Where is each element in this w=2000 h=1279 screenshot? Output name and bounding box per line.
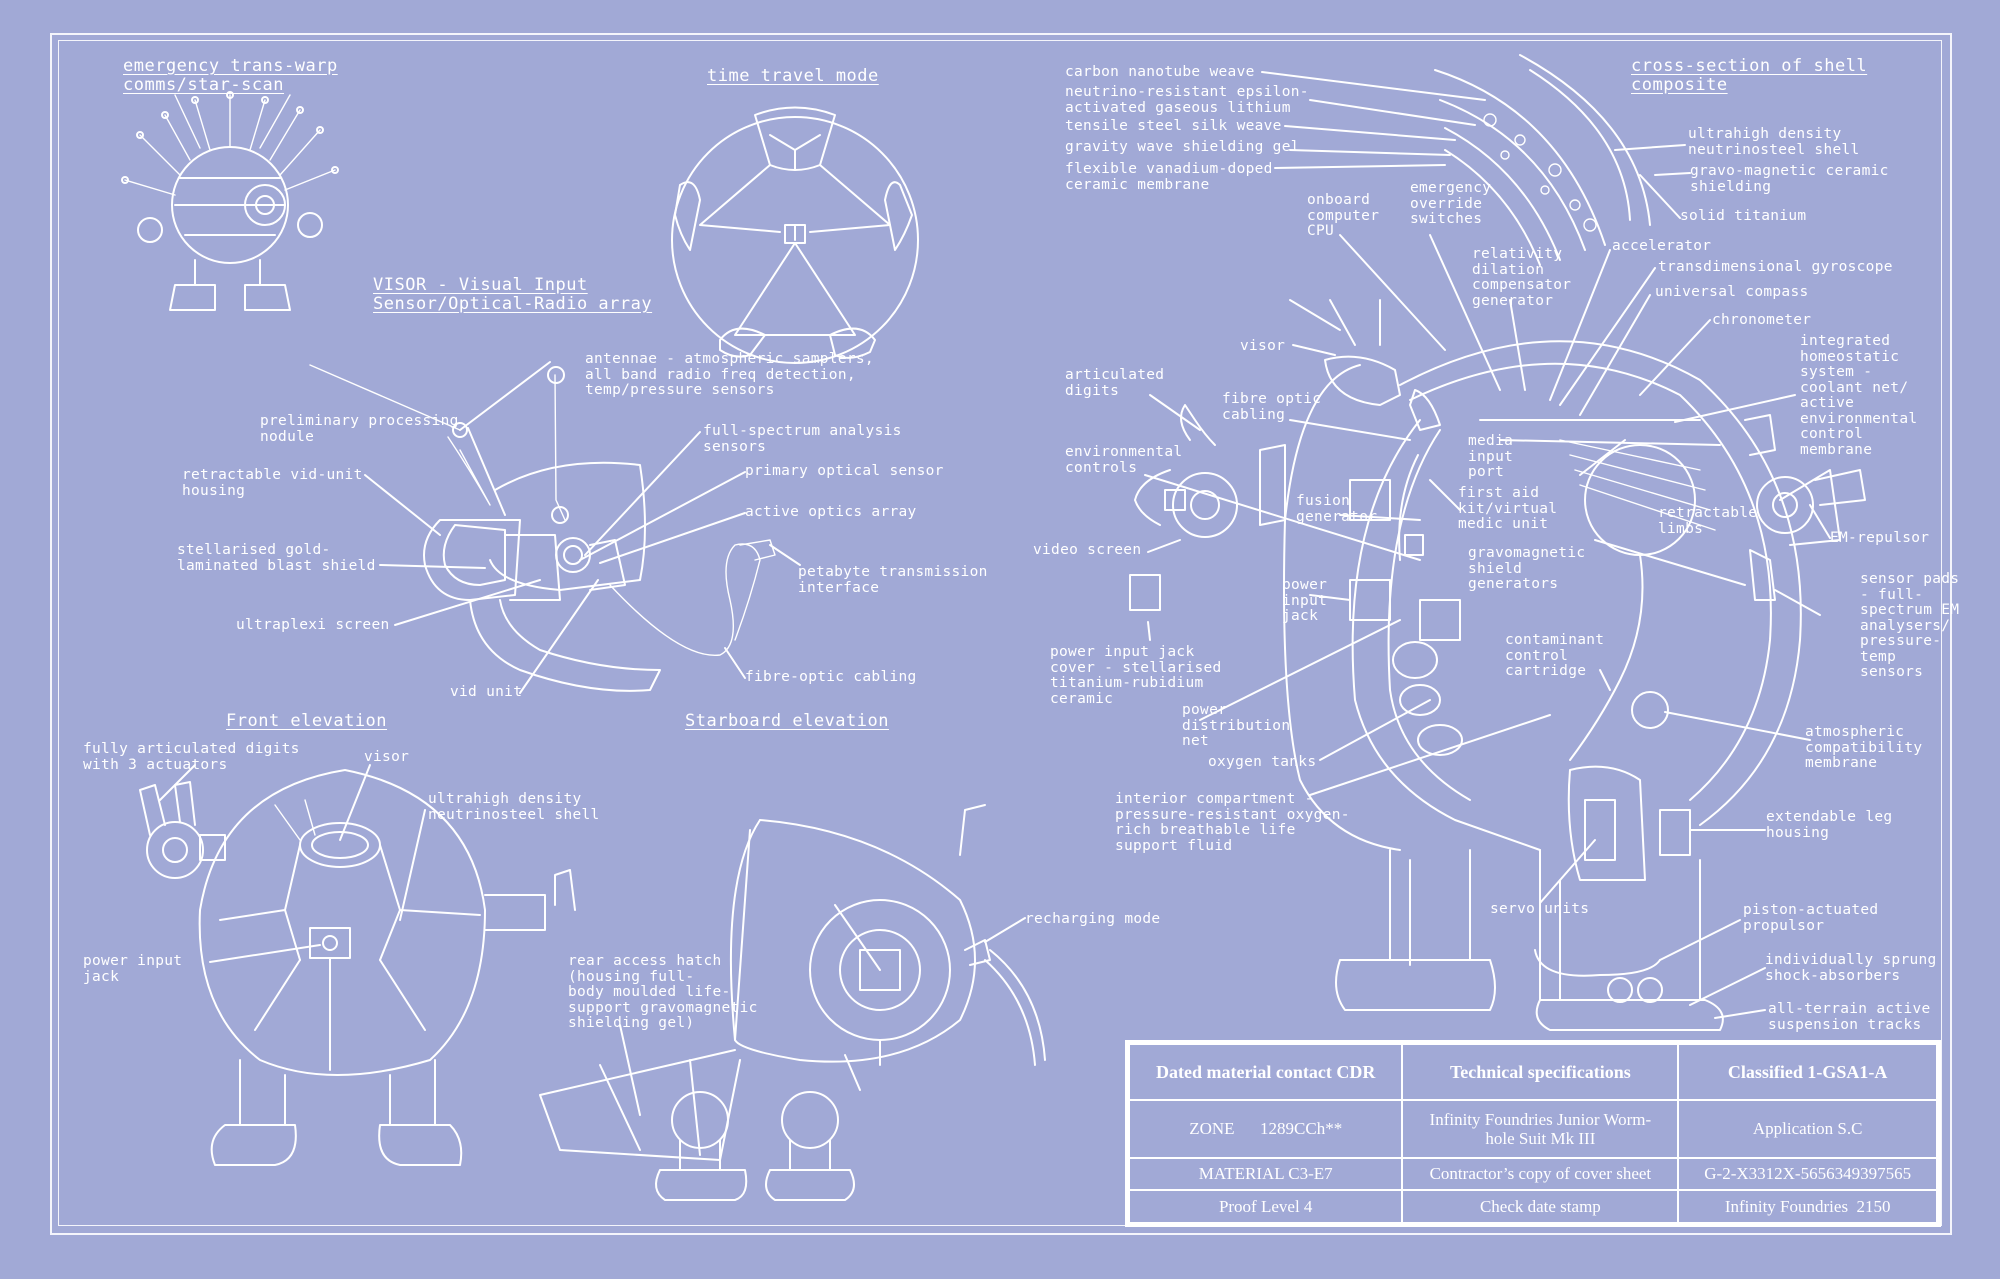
visor-figure	[309, 364, 776, 692]
label-power-input-jack: power input jack	[1282, 577, 1328, 624]
label-rear-access-hatch: rear access hatch (housing full- body mo…	[568, 953, 758, 1031]
outer-border	[50, 33, 1952, 1235]
label-shock-absorbers: individually sprung shock-absorbers	[1765, 952, 1937, 984]
cutaway-figure	[1129, 299, 1866, 1031]
table-row: Proof Level 4 Check date stamp Infinity …	[1127, 1189, 1938, 1224]
starboard-elevation-title: Starboard elevation	[685, 711, 889, 731]
emergency-title: emergency trans-warp comms/star-scan	[123, 56, 338, 95]
label-carbon-nanotube: carbon nanotube weave	[1065, 64, 1255, 80]
label-vanadium: flexible vanadium-doped ceramic membrane	[1065, 161, 1273, 193]
label-jack-cover: power input jack cover - stellarised tit…	[1050, 644, 1222, 707]
label-tensile-steel: tensile steel silk weave	[1065, 118, 1282, 134]
table-row: ZONE 1289CCh** Infinity Foundries Junior…	[1127, 1099, 1938, 1159]
table-cell: Application S.C	[1677, 1099, 1938, 1159]
table-header-cell: Classified 1-GSA1-A	[1677, 1043, 1938, 1101]
label-em-repulsor: EM-repulsor	[1830, 530, 1930, 546]
specifications-table: Dated material contact CDR Technical spe…	[1125, 1040, 1941, 1227]
label-neutrino-resistant: neutrino-resistant epsilon- activated ga…	[1065, 84, 1309, 116]
table-row: MATERIAL C3-E7 Contractor’s copy of cove…	[1127, 1156, 1938, 1192]
table-cell: MATERIAL C3-E7	[1127, 1156, 1404, 1192]
table-cell: Proof Level 4	[1127, 1189, 1404, 1224]
label-active-optics: active optics array	[745, 504, 917, 520]
label-solid-titanium: solid titanium	[1680, 208, 1807, 224]
label-ultraplexi-screen: ultraplexi screen	[236, 617, 390, 633]
label-preliminary-processing: preliminary processing nodule	[260, 413, 459, 445]
time-travel-title: time travel mode	[707, 66, 879, 86]
label-gyroscope: transdimensional gyroscope	[1658, 259, 1893, 275]
table-cell: Infinity Foundries 2150	[1677, 1189, 1938, 1224]
label-relativity: relativity dilation compensator generato…	[1472, 246, 1572, 309]
label-compass: universal compass	[1655, 284, 1809, 300]
label-contaminant-cartridge: contaminant control cartridge	[1505, 632, 1605, 679]
label-servo-units: servo units	[1490, 901, 1590, 917]
label-oxygen-tanks: oxygen tanks	[1208, 754, 1317, 770]
label-video-screen: video screen	[1033, 542, 1142, 558]
label-suspension-tracks: all-terrain active suspension tracks	[1768, 1001, 1931, 1033]
label-antennae: antennae - atmospheric samplers, all ban…	[585, 351, 874, 398]
label-power-distribution: power distribution net	[1182, 702, 1291, 749]
label-gravo-ceramic: gravo-magnetic ceramic shielding	[1690, 163, 1889, 195]
table-cell: Infinity Foundries Junior Worm- hole Sui…	[1401, 1099, 1680, 1159]
label-blast-shield: stellarised gold- laminated blast shield	[177, 542, 376, 574]
label-fibre-optic: fibre-optic cabling	[745, 669, 917, 685]
label-chronometer: chronometer	[1712, 312, 1812, 328]
label-recharging-mode: recharging mode	[1025, 911, 1161, 927]
table-cell: ZONE 1289CCh**	[1127, 1099, 1404, 1159]
label-gravomagnetic-generators: gravomagnetic shield generators	[1468, 545, 1586, 592]
leader-lines	[159, 71, 1831, 1116]
label-environmental-controls: environmental controls	[1065, 444, 1183, 476]
label-atmospheric-membrane: atmospheric compatibility membrane	[1805, 724, 1923, 771]
label-front-shell: ultrahigh density neutrinosteel shell	[428, 791, 600, 823]
front-elevation-title: Front elevation	[226, 711, 388, 731]
inner-border	[58, 40, 1942, 1226]
label-cutaway-visor: visor	[1240, 338, 1286, 354]
label-petabyte: petabyte transmission interface	[798, 564, 988, 596]
visor-title: VISOR - Visual Input Sensor/Optical-Radi…	[373, 275, 653, 314]
label-full-spectrum: full-spectrum analysis sensors	[703, 423, 902, 455]
table-header-row: Dated material contact CDR Technical spe…	[1127, 1043, 1938, 1101]
label-front-visor: visor	[364, 749, 410, 765]
label-first-aid: first aid kit/virtual medic unit	[1458, 485, 1558, 532]
front-elevation-figure	[139, 769, 576, 1166]
label-front-power-jack: power input jack	[83, 953, 183, 985]
shell-cross-section	[1434, 54, 1651, 266]
label-leg-housing: extendable leg housing	[1766, 809, 1893, 841]
label-articulated-digits: fully articulated digits with 3 actuator…	[83, 741, 300, 773]
label-cutaway-digits: articulated digits	[1065, 367, 1165, 399]
label-sensor-pads: sensor pads - full- spectrum EM analyser…	[1860, 571, 1960, 680]
label-homeostatic: integrated homeostatic system - coolant …	[1800, 333, 1918, 458]
label-interior-compartment: interior compartment - pressure-resistan…	[1115, 791, 1350, 854]
label-onboard-cpu: onboard computer CPU	[1307, 192, 1380, 239]
starboard-elevation-figure	[539, 804, 1046, 1201]
table-cell: Contractor’s copy of cover sheet	[1401, 1156, 1680, 1192]
table-header-cell: Technical specifications	[1401, 1043, 1680, 1101]
emergency-figure	[121, 91, 339, 311]
table-header-cell: Dated material contact CDR	[1127, 1043, 1404, 1101]
label-ultrahigh-shell: ultrahigh density neutrinosteel shell	[1688, 126, 1860, 158]
label-gravity-wave: gravity wave shielding gel	[1065, 139, 1300, 155]
label-override-switches: emergency override switches	[1410, 180, 1492, 227]
label-primary-optical: primary optical sensor	[745, 463, 944, 479]
time-travel-figure	[671, 106, 919, 364]
label-piston-propulsor: piston-actuated propulsor	[1743, 902, 1879, 934]
label-media-input: media input port	[1468, 433, 1514, 480]
label-accelerator: accelerator	[1612, 238, 1712, 254]
label-fusion-generator: fusion generator	[1296, 493, 1378, 525]
table-cell: Check date stamp	[1401, 1189, 1680, 1224]
label-fibre-optic-cabling: fibre optic cabling	[1222, 391, 1322, 423]
label-retractable-vid-unit: retractable vid-unit housing	[182, 467, 363, 499]
table-cell: G-2-X3312X-5656349397565	[1677, 1156, 1938, 1192]
label-retractable-limbs: retractable limbs	[1658, 505, 1758, 537]
cross-section-title: cross-section of shell composite	[1631, 56, 1868, 95]
label-vid-unit: vid unit	[450, 684, 523, 700]
